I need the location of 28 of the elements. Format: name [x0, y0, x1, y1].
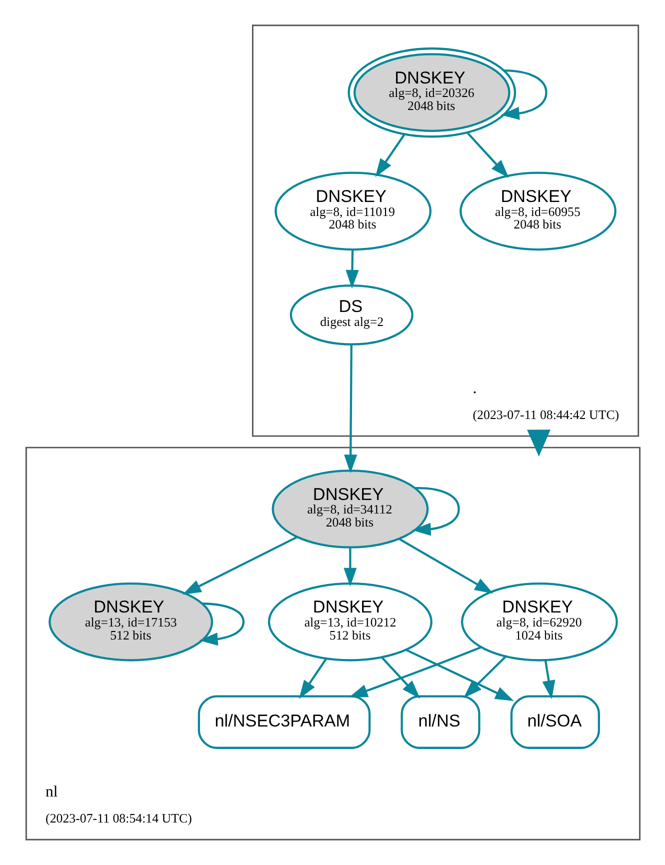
- arrow: [345, 250, 358, 289]
- arrow: [405, 648, 514, 702]
- arrow: [500, 69, 547, 120]
- node-box: nl/NS: [400, 695, 480, 749]
- arrow: [398, 538, 493, 594]
- node-ellipse: DNSKEY alg=8, id=11019 2048 bits: [274, 172, 432, 251]
- arrow: [381, 657, 420, 699]
- node-box: nl/NSEC3PARAM: [197, 695, 370, 749]
- arrow: [344, 344, 357, 474]
- arrow: [526, 430, 550, 456]
- arrow: [374, 134, 405, 178]
- node-ellipse: DNSKEY alg=8, id=60955 2048 bits: [459, 172, 616, 251]
- arrow: [182, 536, 298, 595]
- arrow: [348, 646, 481, 698]
- node-ellipse: DS digest alg=2: [289, 284, 413, 346]
- node-ellipse: DNSKEY alg=8, id=34112 2048 bits: [271, 470, 428, 548]
- arrow: [298, 658, 326, 699]
- node-ellipse: DNSKEY alg=13, id=10212 512 bits: [267, 582, 432, 662]
- arrow: [466, 132, 508, 178]
- arrow: [343, 548, 356, 587]
- node-ellipse: DNSKEY alg=8, id=20326 2048 bits: [347, 47, 516, 138]
- node-box: nl/SOA: [510, 695, 600, 749]
- arrow: [198, 602, 244, 646]
- arrow: [412, 487, 460, 536]
- arrow: [463, 656, 506, 698]
- node-ellipse: DNSKEY alg=8, id=62920 1024 bits: [460, 582, 618, 662]
- node-ellipse: DNSKEY alg=13, id=17153 512 bits: [48, 582, 213, 662]
- arrow: [542, 660, 555, 700]
